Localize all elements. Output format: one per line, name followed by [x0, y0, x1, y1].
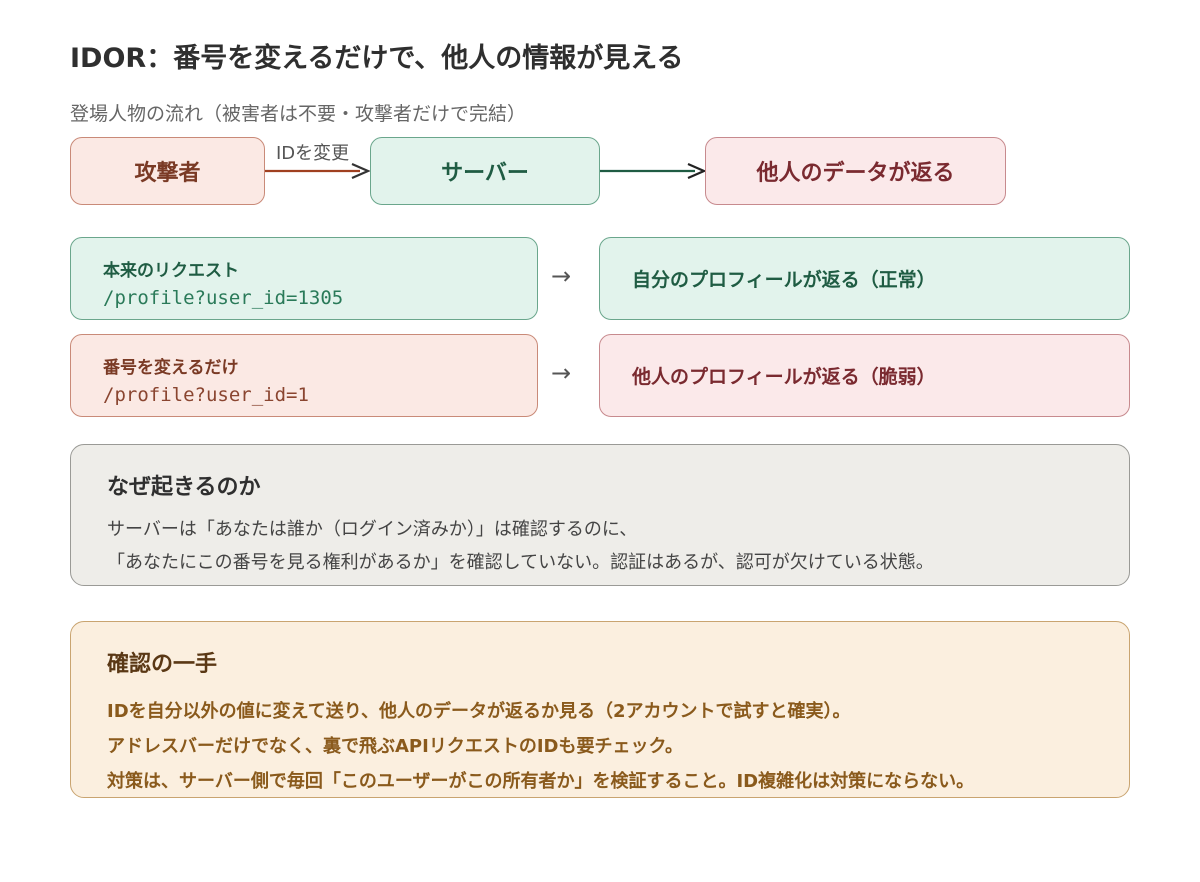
why-line-1: サーバーは「あなたは誰か（ログイン済みか）」は確認するのに、	[107, 519, 638, 540]
arrow-server-to-result	[600, 162, 707, 180]
node-result: 他人のデータが返る	[705, 137, 1006, 205]
check-line-1: IDを自分以外の値に変えて送り、他人のデータが返るか見る（2アカウントで試すと確…	[107, 701, 851, 722]
vulnerable-request-label: 番号を変えるだけ	[103, 358, 239, 378]
edge-label-change-id: IDを変更	[276, 143, 350, 164]
flow-caption: 登場人物の流れ（被害者は不要・攻撃者だけで完結）	[70, 103, 527, 125]
normal-request-box: 本来のリクエスト /profile?user_id=1305	[70, 237, 538, 320]
vulnerable-arrow: →	[551, 359, 572, 387]
why-heading: なぜ起きるのか	[107, 475, 261, 500]
page-title: IDOR：番号を変えるだけで、他人の情報が見える	[70, 43, 684, 74]
check-line-2: アドレスバーだけでなく、裏で飛ぶAPIリクエストのIDも要チェック。	[107, 736, 684, 757]
vulnerable-request-path: /profile?user_id=1	[103, 384, 309, 406]
normal-arrow: →	[551, 262, 572, 290]
arrow-attacker-to-server	[265, 162, 371, 180]
node-server: サーバー	[370, 137, 600, 205]
normal-request-label: 本来のリクエスト	[103, 261, 239, 281]
why-panel: なぜ起きるのか サーバーは「あなたは誰か（ログイン済みか）」は確認するのに、 「…	[70, 444, 1130, 586]
check-heading: 確認の一手	[107, 652, 218, 677]
normal-request-path: /profile?user_id=1305	[103, 287, 344, 309]
normal-result-box: 自分のプロフィールが返る（正常）	[599, 237, 1130, 320]
vulnerable-result-box: 他人のプロフィールが返る（脆弱）	[599, 334, 1130, 417]
why-line-2: 「あなたにこの番号を見る権利があるか」を確認していない。認証はあるが、認可が欠け…	[107, 552, 934, 573]
node-attacker: 攻撃者	[70, 137, 265, 205]
check-panel: 確認の一手 IDを自分以外の値に変えて送り、他人のデータが返るか見る（2アカウン…	[70, 621, 1130, 798]
vulnerable-request-box: 番号を変えるだけ /profile?user_id=1	[70, 334, 538, 417]
check-line-3: 対策は、サーバー側で毎回「このユーザーがこの所有者か」を検証すること。ID複雑化…	[107, 771, 975, 792]
